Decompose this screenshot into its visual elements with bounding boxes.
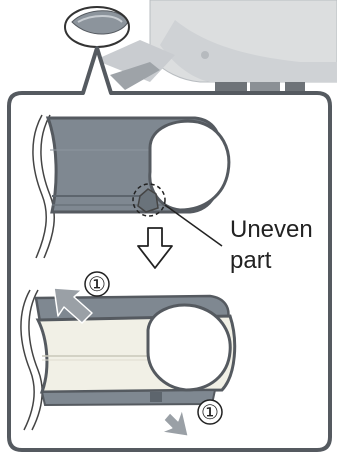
uneven-part-label-line2: part <box>230 247 272 274</box>
uneven-part-label-line1: Uneven <box>230 216 313 243</box>
step-marker-top: ① <box>88 274 106 296</box>
machine-top <box>0 0 337 95</box>
step-marker-bottom: ① <box>201 402 219 424</box>
